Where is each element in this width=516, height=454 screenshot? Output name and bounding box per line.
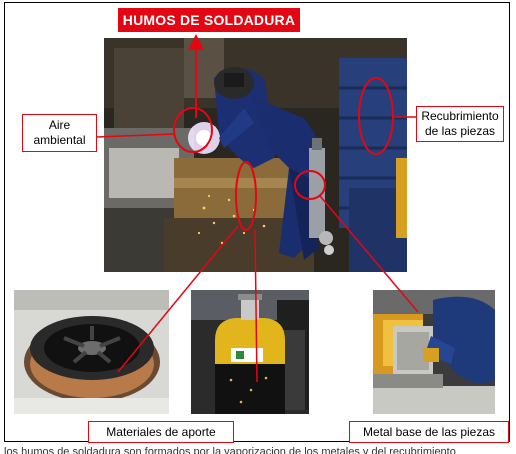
cut-off-caption: los humos de soldadura son formados por … — [4, 446, 456, 454]
wire-spool-photo — [14, 290, 169, 414]
label-recubrimiento: Recubrimiento de las piezas — [416, 106, 504, 142]
label-materiales-aporte: Materiales de aporte — [88, 421, 234, 443]
label-aire-ambiental: Aire ambiental — [22, 114, 97, 152]
figure-title: HUMOS DE SOLDADURA — [118, 8, 300, 32]
label-metal-base: Metal base de las piezas — [349, 421, 509, 443]
title-text: HUMOS DE SOLDADURA — [122, 12, 296, 28]
welder-photo — [104, 38, 407, 272]
workpiece-photo — [373, 290, 495, 414]
gas-cylinder-photo — [191, 290, 309, 414]
